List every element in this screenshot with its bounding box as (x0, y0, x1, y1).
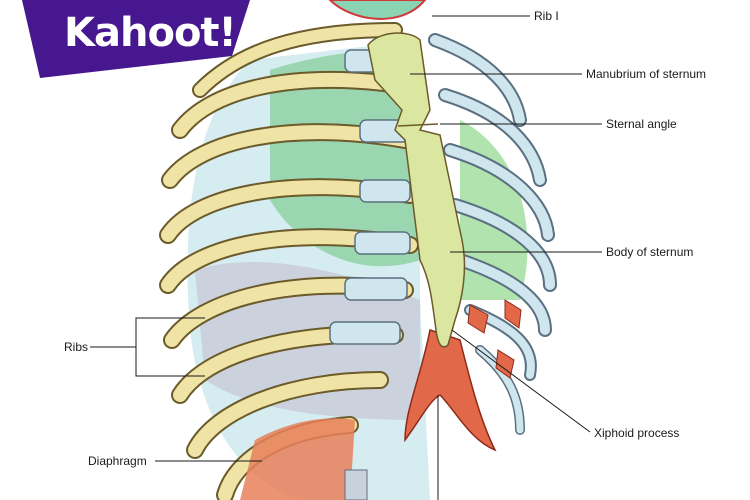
label-manubrium: Manubrium of sternum (586, 67, 707, 81)
diaphragm-segment (495, 349, 515, 379)
label-sternal-angle: Sternal angle (606, 117, 677, 131)
label-xiphoid-process: Xiphoid process (594, 426, 680, 440)
cartilage (354, 231, 411, 255)
rib-arc (173, 73, 407, 137)
badge-shape (0, 0, 250, 78)
label-rib-1: Rib I (534, 9, 559, 23)
diaphragm-segment (504, 299, 522, 329)
diaphragm-shape (404, 329, 497, 452)
rib-arc (455, 255, 550, 335)
lung-green-region (270, 51, 420, 267)
sternum (367, 32, 466, 348)
cartilage (329, 321, 401, 345)
rib-arc (450, 200, 555, 290)
kahoot-logo-badge (0, 0, 250, 78)
lung-apex (328, 0, 427, 20)
diaphragm-segment (467, 304, 489, 334)
leader-xiphoid (451, 329, 591, 433)
sternal-angle-line (397, 123, 439, 127)
rib-arc (188, 373, 387, 457)
rib-arc (445, 145, 553, 240)
label-ribs: Ribs (64, 340, 89, 354)
cartilage (344, 277, 408, 301)
label-body-of-sternum: Body of sternum (606, 245, 694, 259)
rib-arc (440, 90, 545, 185)
kahoot-logo-text: Kahoot! (64, 10, 237, 56)
ribs-right (428, 33, 557, 435)
leader-lines (90, 15, 602, 500)
diaphragm-right-segments (467, 299, 522, 379)
label-diaphragm: Diaphragm (88, 454, 147, 468)
diaphragm-lower-left (240, 418, 355, 500)
rib-arc (430, 35, 525, 125)
cartilage (359, 179, 411, 203)
rib-arc (194, 24, 401, 96)
spine-hint (344, 469, 368, 500)
